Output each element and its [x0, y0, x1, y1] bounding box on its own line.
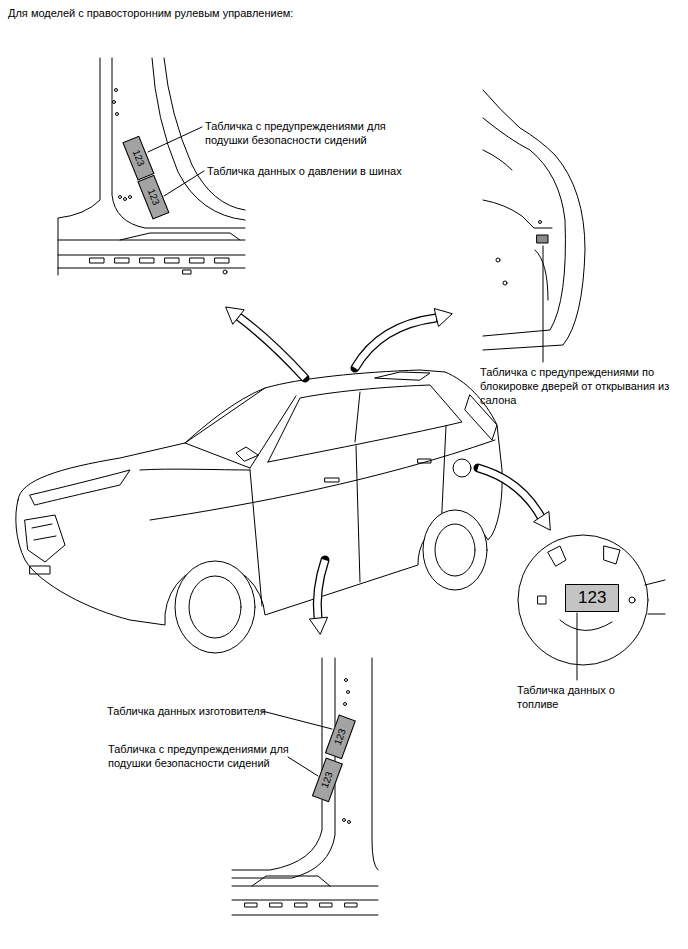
plate-number: 123: [318, 770, 334, 789]
plate-number: 123: [578, 588, 606, 607]
callout-label: Табличка данных о топливе: [517, 683, 629, 711]
callout-label: Табличка данных о давлении в шинах: [207, 164, 437, 178]
label-plate: 123: [122, 136, 154, 180]
label-plate: 123: [565, 584, 619, 612]
plate-number: 123: [145, 187, 161, 207]
plate-number: 123: [331, 727, 347, 746]
callout-label: Табличка с предупреждениями по блокировк…: [480, 365, 675, 407]
callout-label: Табличка с предупреждениями для подушки …: [108, 742, 298, 770]
callout-label: Табличка данных изготовителя: [107, 704, 307, 718]
diagram-title: Для моделей с правосторонним рулевым упр…: [8, 6, 293, 20]
label-plate: 123: [137, 175, 169, 219]
callout-label: Табличка с предупреждениями для подушки …: [205, 119, 400, 147]
plate-number: 123: [130, 148, 146, 168]
label-plate: 123: [311, 758, 342, 802]
label-plate: 123: [324, 715, 355, 759]
